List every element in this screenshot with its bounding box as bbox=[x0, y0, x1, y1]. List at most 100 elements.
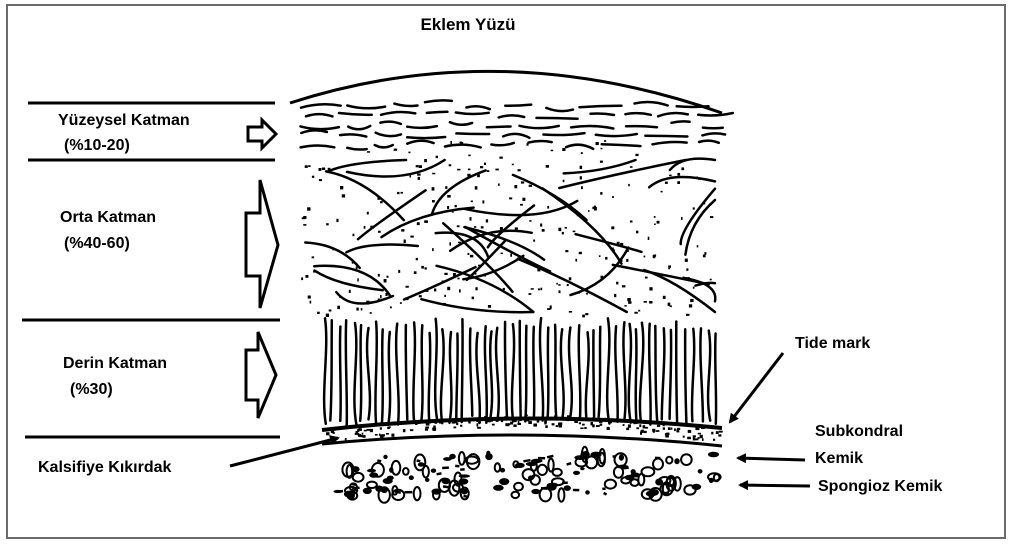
tidemark-speck bbox=[687, 437, 691, 440]
matrix-dot bbox=[447, 287, 450, 290]
matrix-dot bbox=[670, 305, 672, 307]
superficial-fiber bbox=[571, 126, 613, 129]
matrix-dot bbox=[661, 191, 663, 193]
tidemark-speck bbox=[693, 437, 696, 440]
tidemark-speck bbox=[566, 418, 569, 421]
tidemark-speck bbox=[671, 428, 673, 430]
tidemark-speck bbox=[381, 434, 385, 436]
matrix-dot bbox=[649, 287, 652, 290]
superficial-fiber bbox=[445, 145, 481, 148]
matrix-dot bbox=[626, 259, 628, 262]
tidemark-speck bbox=[600, 424, 603, 426]
superficial-fiber bbox=[698, 113, 733, 115]
matrix-dot bbox=[686, 268, 688, 270]
superficial-fiber bbox=[658, 113, 688, 116]
matrix-dot bbox=[562, 148, 565, 151]
matrix-dot bbox=[457, 278, 459, 280]
matrix-dot bbox=[638, 310, 640, 312]
matrix-dot bbox=[377, 197, 380, 200]
matrix-dot bbox=[455, 205, 457, 207]
matrix-dot bbox=[540, 288, 542, 291]
matrix-dot bbox=[529, 220, 531, 222]
tidemark-speck bbox=[362, 433, 364, 435]
matrix-dot bbox=[614, 294, 616, 297]
tidemark-speck bbox=[656, 430, 660, 432]
superficial-fiber bbox=[672, 121, 690, 122]
tidemark-speck bbox=[636, 427, 639, 429]
matrix-dot bbox=[477, 174, 480, 177]
spongy-pointer-arrow bbox=[740, 485, 810, 486]
superficial-fiber bbox=[301, 104, 341, 107]
deep-fiber bbox=[450, 332, 452, 423]
tidemark-speck bbox=[537, 420, 540, 422]
tidemark-speck bbox=[435, 422, 438, 424]
superficial-arrow-icon bbox=[248, 120, 276, 148]
tidemark-speck bbox=[582, 424, 585, 426]
matrix-dot bbox=[342, 194, 345, 197]
matrix-dot bbox=[432, 187, 435, 190]
matrix-dot bbox=[322, 168, 325, 171]
matrix-dot bbox=[710, 279, 712, 281]
tidemark-speck bbox=[454, 427, 457, 429]
tidemark-speck bbox=[364, 430, 367, 432]
matrix-dot bbox=[418, 177, 421, 180]
deep-fiber bbox=[569, 328, 572, 417]
deep-fiber bbox=[636, 329, 637, 423]
superficial-fiber bbox=[499, 115, 525, 117]
tidemark-speck bbox=[711, 432, 713, 435]
matrix-dot bbox=[425, 290, 428, 292]
matrix-dot bbox=[585, 289, 588, 291]
bone-dot bbox=[631, 469, 636, 474]
matrix-dot bbox=[450, 141, 452, 144]
tidemark-speck bbox=[533, 415, 535, 418]
matrix-dot bbox=[577, 213, 579, 216]
matrix-dot bbox=[499, 157, 502, 159]
bone-dot bbox=[674, 458, 679, 464]
tidemark-speck bbox=[326, 432, 329, 435]
matrix-dot bbox=[313, 271, 316, 273]
superficial-fiber bbox=[347, 148, 366, 150]
tidemark-speck bbox=[359, 428, 362, 431]
middle-fiber bbox=[421, 299, 532, 312]
deep-fiber bbox=[685, 329, 686, 423]
bone-dot bbox=[449, 454, 456, 459]
matrix-dot bbox=[442, 281, 445, 283]
matrix-dot bbox=[668, 268, 670, 270]
deep-fiber bbox=[599, 327, 601, 417]
tidemark-speck bbox=[695, 427, 697, 430]
middle-fiber bbox=[336, 292, 393, 303]
deep-fiber bbox=[367, 328, 370, 419]
matrix-dot bbox=[503, 288, 505, 290]
matrix-dot bbox=[378, 299, 380, 302]
superficial-fiber bbox=[645, 136, 687, 137]
matrix-dot bbox=[416, 258, 418, 260]
superficial-layer-share: (%10-20) bbox=[64, 137, 130, 154]
matrix-dot bbox=[419, 165, 422, 168]
tidemark-speck bbox=[608, 420, 611, 422]
matrix-dot bbox=[601, 148, 603, 150]
tidemark-speck bbox=[552, 423, 555, 425]
matrix-dot bbox=[356, 308, 358, 311]
matrix-dot bbox=[620, 243, 623, 246]
bone-dot bbox=[383, 455, 387, 459]
tidemark-speck bbox=[432, 428, 436, 431]
tidemark-speck bbox=[604, 418, 606, 420]
deep-fiber bbox=[700, 328, 702, 421]
matrix-dot bbox=[562, 232, 564, 235]
deep-fiber bbox=[708, 331, 710, 421]
matrix-dot bbox=[425, 267, 427, 269]
bone-dash bbox=[604, 493, 607, 495]
matrix-dot bbox=[484, 163, 486, 165]
matrix-dot bbox=[305, 165, 308, 168]
deep-fiber bbox=[593, 330, 594, 417]
tidemark-speck bbox=[556, 425, 558, 427]
deep-layer-name: Derin Katman bbox=[63, 355, 167, 372]
matrix-dot bbox=[527, 143, 529, 146]
tidemark-speck bbox=[519, 419, 522, 421]
matrix-dot bbox=[468, 253, 470, 255]
deep-fiber bbox=[540, 318, 543, 421]
middle-fiber bbox=[670, 159, 715, 170]
tidemark-speck bbox=[623, 424, 625, 426]
bone-dash bbox=[567, 463, 572, 464]
matrix-dot bbox=[611, 226, 614, 229]
